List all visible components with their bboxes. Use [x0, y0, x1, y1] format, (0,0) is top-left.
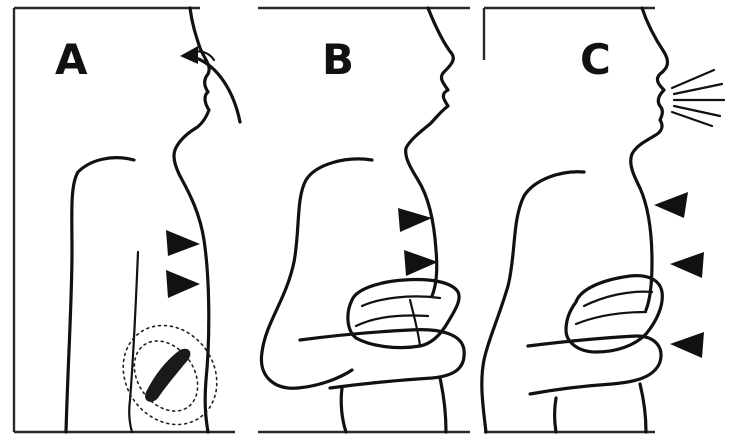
panel-b-push-arrow-1	[398, 208, 432, 232]
panel-a-push-arrow-2	[166, 270, 200, 298]
exhale-line-1	[672, 70, 714, 88]
panel-b-back	[261, 159, 372, 388]
panel-b-pillow-fold-2	[356, 315, 428, 326]
panel-b-lower-body-front	[440, 378, 446, 432]
panel-a-abdomen-scribble	[145, 349, 190, 402]
curved-inhalation-arrow-icon	[180, 46, 198, 64]
panel-c-push-arrow-3	[670, 332, 704, 358]
panel-a-back	[66, 158, 134, 432]
panel-c-push-arrow-1	[654, 192, 688, 218]
panel-a-push-arrow-1	[166, 230, 200, 256]
exhalation-lines-icon	[672, 70, 724, 126]
panel-c-label: C	[580, 35, 611, 84]
panel-b-label: B	[322, 35, 354, 84]
panel-c-lower-body-front	[640, 384, 646, 432]
panel-a-inhale-curve	[196, 58, 240, 122]
panel-a: A	[14, 8, 240, 436]
panel-c: C	[482, 8, 724, 432]
panel-c-face-profile	[631, 8, 668, 310]
exhale-line-2	[674, 84, 722, 94]
exhale-line-5	[672, 112, 712, 126]
panel-b-push-arrow-2	[404, 250, 438, 276]
panel-b-wrist	[410, 300, 420, 346]
panel-c-pillow-fold	[584, 292, 652, 306]
panel-c-push-arrow-2	[670, 252, 704, 278]
panel-c-pillow-fold-2	[576, 312, 646, 324]
panel-c-lower-body	[555, 398, 557, 432]
panel-b-pillow-outline	[348, 280, 459, 348]
panel-b-lower-body	[341, 388, 346, 432]
panel-b-face-profile	[406, 8, 454, 296]
panel-b: B	[258, 8, 470, 432]
panel-b-pillow-fold	[362, 296, 440, 306]
panel-a-label: A	[55, 35, 88, 84]
